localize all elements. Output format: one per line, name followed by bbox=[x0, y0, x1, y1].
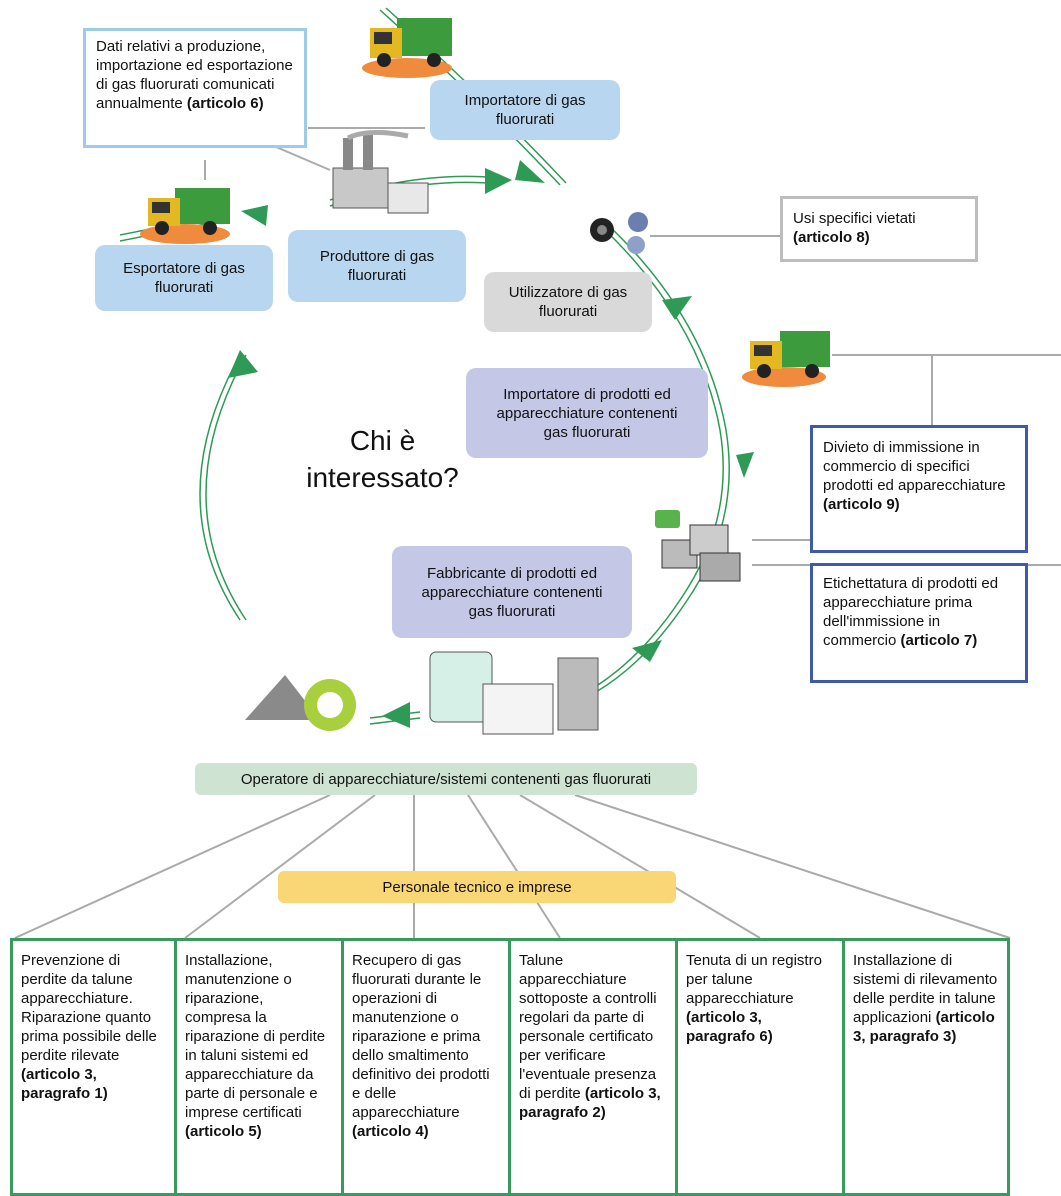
node-exporter: Esportatore di gas fluorurati bbox=[95, 245, 273, 311]
obligation-column: Tenuta di un registro per talune apparec… bbox=[675, 938, 845, 1196]
obligation-text: Installazione, manutenzione o riparazion… bbox=[185, 952, 326, 1121]
obligation-text: Tenuta di un registro per talune apparec… bbox=[686, 952, 822, 1007]
center-title: Chi è interessato? bbox=[270, 422, 495, 496]
center-title-line-1: Chi è bbox=[349, 425, 416, 456]
obligation-ref: (articolo 4) bbox=[352, 1123, 429, 1140]
note-ref: (articolo 7) bbox=[900, 632, 978, 649]
node-personnel: Personale tecnico e imprese bbox=[278, 871, 676, 903]
obligation-column: Prevenzione di perdite da talune apparec… bbox=[10, 938, 177, 1196]
obligation-ref: (articolo 3, paragrafo 6) bbox=[686, 1009, 773, 1045]
obligation-ref: (articolo 5) bbox=[185, 1123, 262, 1140]
factory-icon bbox=[328, 128, 433, 218]
note-labelling: Etichettatura di prodotti ed apparecchia… bbox=[810, 563, 1028, 683]
obligation-text: Talune apparecchiature sottoposte a cont… bbox=[519, 952, 657, 1102]
node-importer-gas: Importatore di gas fluorurati bbox=[430, 80, 620, 140]
truck-icon bbox=[140, 182, 235, 247]
gear-tyre-icon bbox=[588, 200, 658, 265]
note-text: Divieto di immissione in commercio di sp… bbox=[823, 439, 1006, 494]
obligation-ref: (articolo 3, paragrafo 1) bbox=[21, 1066, 108, 1102]
node-operator: Operatore di apparecchiature/sistemi con… bbox=[195, 763, 697, 795]
obligation-text: Installazione di sistemi di rilevamento … bbox=[853, 952, 998, 1026]
note-text: Etichettatura di prodotti ed apparecchia… bbox=[823, 575, 999, 649]
obligation-ref: (articolo 3, paragrafo 2) bbox=[519, 1085, 661, 1121]
node-user: Utilizzatore di gas fluorurati bbox=[484, 272, 652, 332]
note-market-ban: Divieto di immissione in commercio di sp… bbox=[810, 425, 1028, 553]
note-ref: (articolo 6) bbox=[186, 95, 264, 112]
node-producer: Produttore di gas fluorurati bbox=[288, 230, 466, 302]
note-text: Usi specifici vietati bbox=[793, 210, 916, 227]
note-ref: (articolo 8) bbox=[793, 229, 870, 246]
obligation-text: Recupero di gas fluorurati durante le op… bbox=[352, 952, 490, 1121]
appliances-icon bbox=[428, 648, 608, 740]
node-importer-products: Importatore di prodotti ed apparecchiatu… bbox=[466, 368, 708, 458]
center-title-line-2: interessato? bbox=[306, 462, 459, 493]
note-ref: (articolo 9) bbox=[823, 496, 900, 513]
note-specific-uses: Usi specifici vietati (articolo 8) bbox=[780, 196, 978, 262]
recycle-icon bbox=[245, 665, 370, 740]
boxes-icon bbox=[650, 505, 755, 585]
obligation-ref: (articolo 3, paragrafo 3) bbox=[853, 1009, 995, 1045]
obligation-column: Recupero di gas fluorurati durante le op… bbox=[341, 938, 511, 1196]
note-data-reporting: Dati relativi a produzione, importazione… bbox=[83, 28, 307, 148]
truck-icon bbox=[362, 10, 462, 80]
obligation-column: Talune apparecchiature sottoposte a cont… bbox=[508, 938, 678, 1196]
node-manufacturer: Fabbricante di prodotti ed apparecchiatu… bbox=[392, 546, 632, 638]
obligation-column: Installazione di sistemi di rilevamento … bbox=[842, 938, 1010, 1196]
obligation-text: Prevenzione di perdite da talune apparec… bbox=[21, 952, 157, 1064]
obligation-column: Installazione, manutenzione o riparazion… bbox=[174, 938, 344, 1196]
note-text: Dati relativi a produzione, importazione… bbox=[96, 38, 293, 112]
truck-icon bbox=[742, 325, 832, 390]
